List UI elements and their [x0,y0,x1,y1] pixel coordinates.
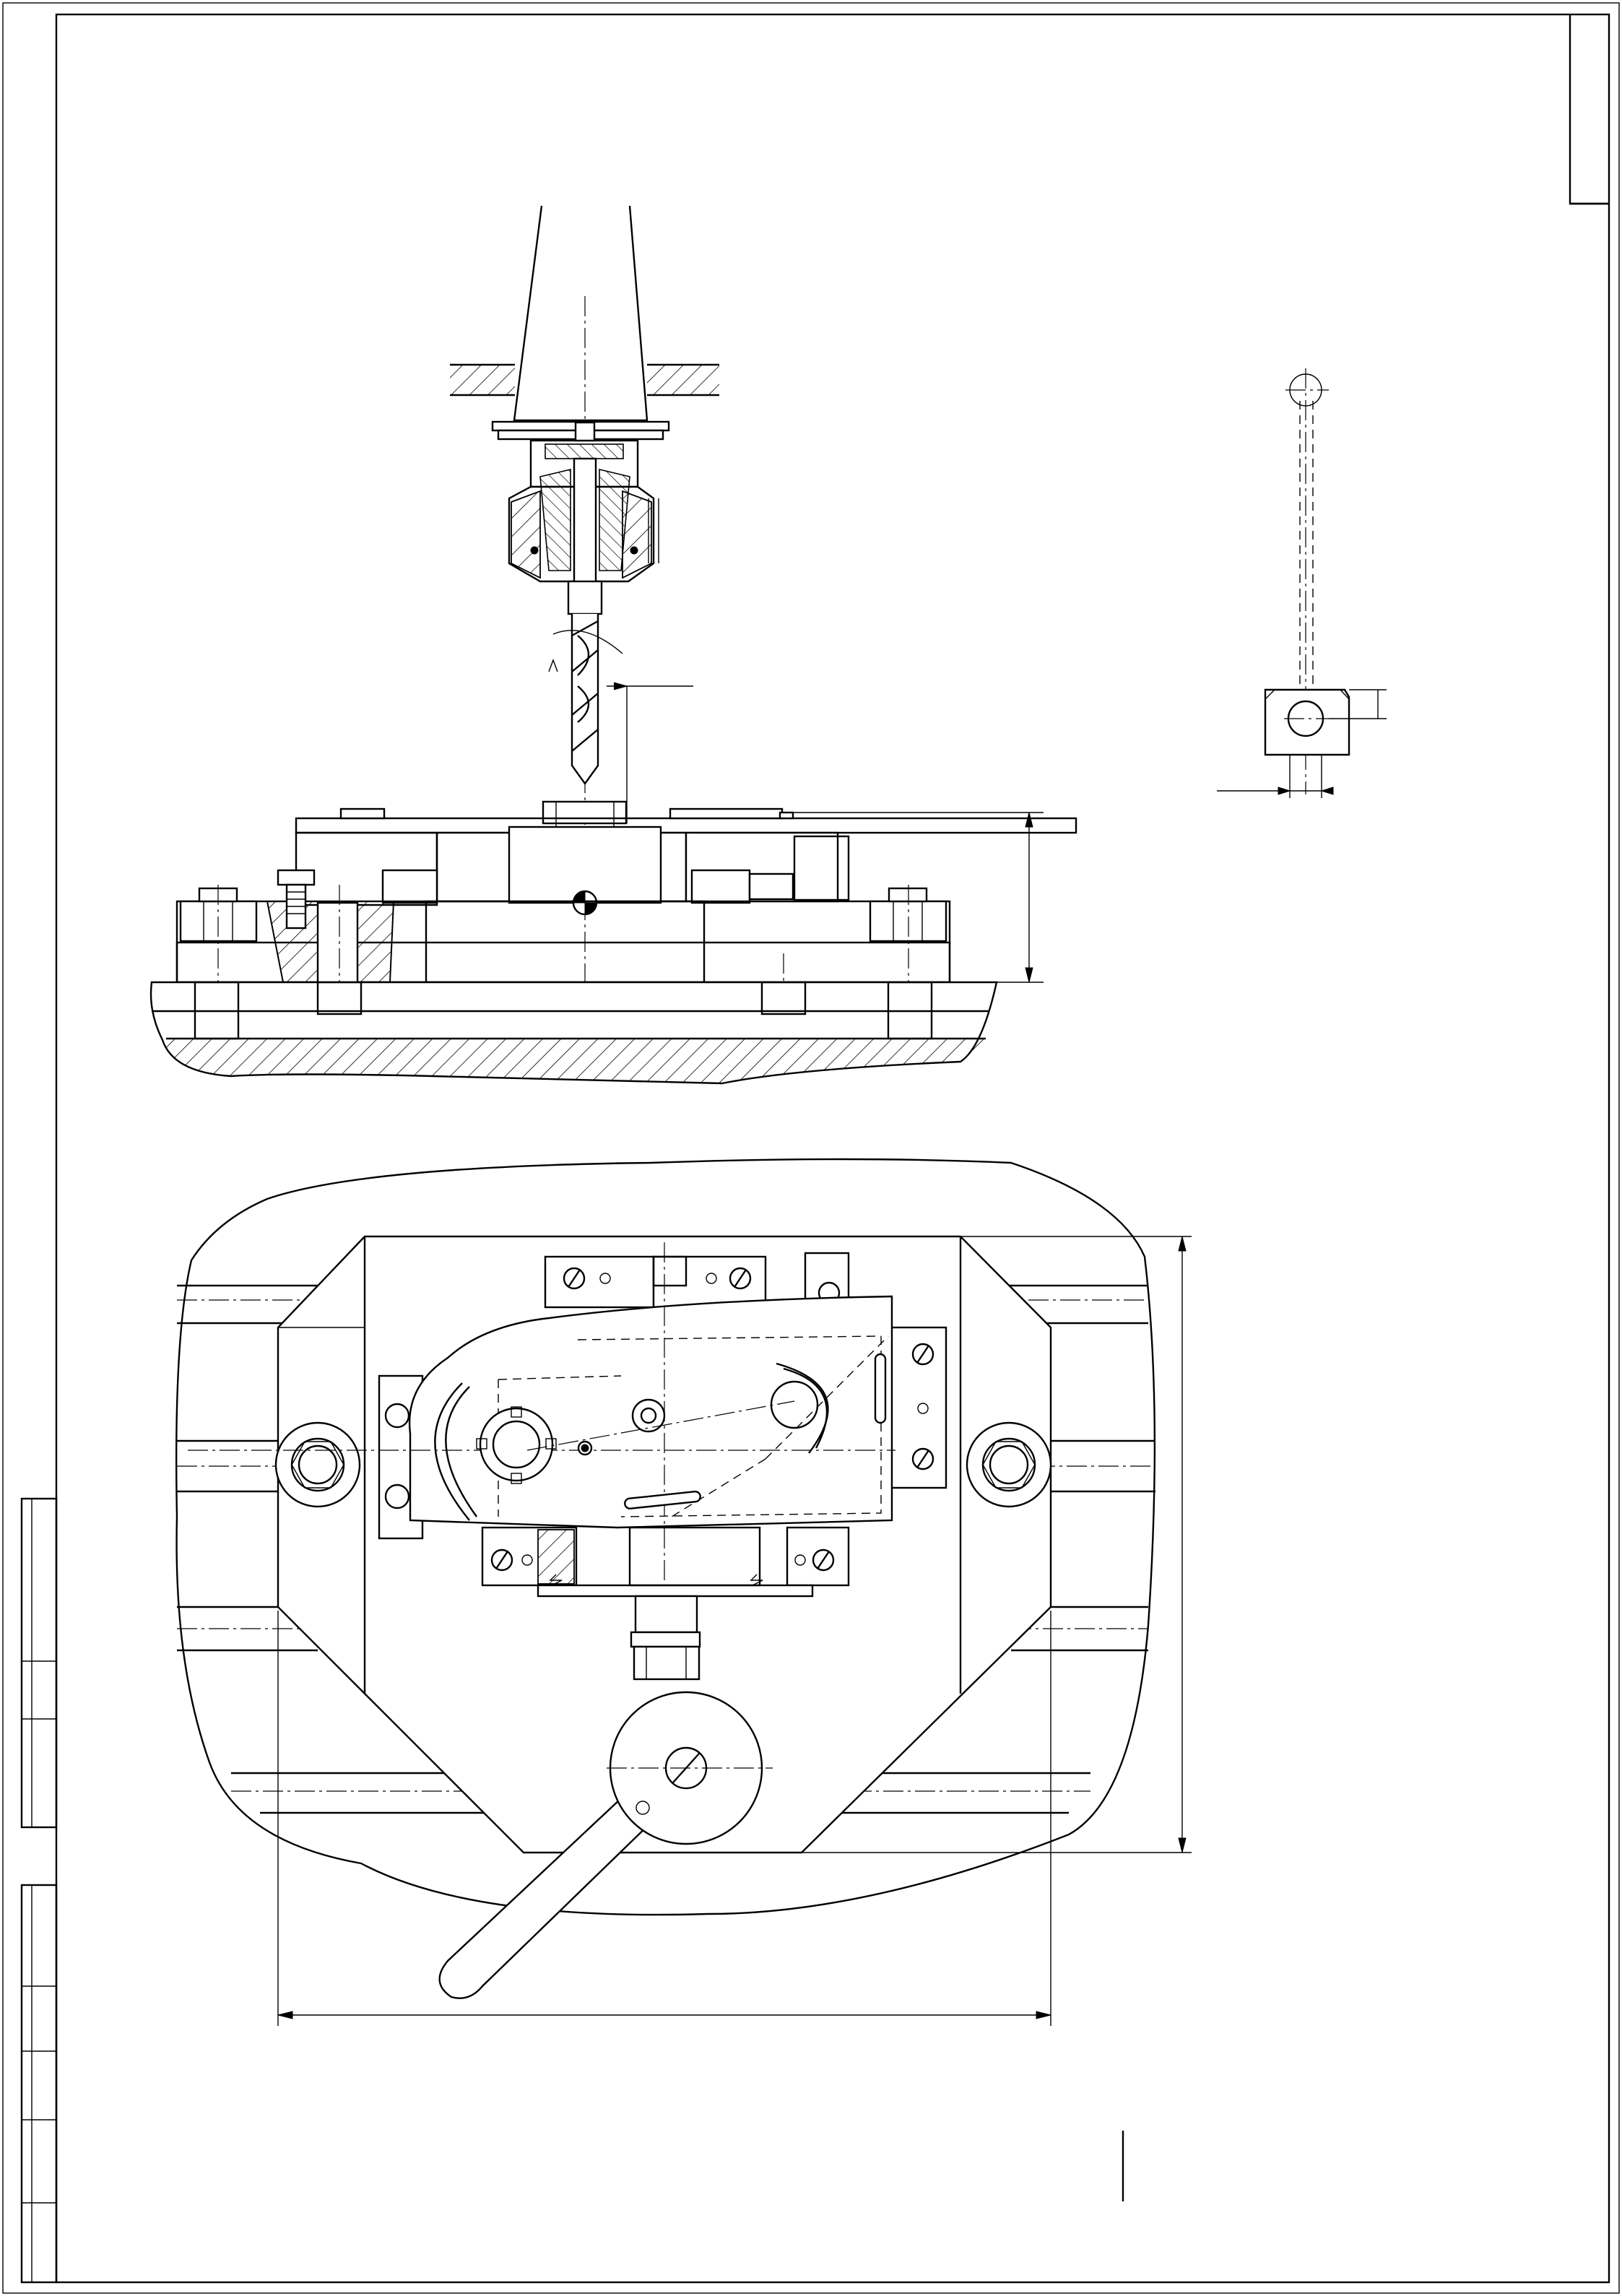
upper-brackets [544,1252,850,1309]
swing-leaf-plate [188,1242,895,1603]
right-bracket [887,1326,947,1489]
front-section-view [149,205,1077,1085]
top-plan-view [175,1158,1192,2026]
cam-lever [438,1691,773,1999]
twist-drill [548,580,693,823]
jig-body [295,800,1077,916]
jig-base [175,869,951,1058]
height-dimension [787,812,1044,983]
collet-chuck [508,421,659,612]
plan-dimensions [277,1236,1192,2026]
machine-table [149,981,998,1085]
left-binding-strip [20,1497,58,2284]
clamp-bolt-left [274,1421,361,1508]
lower-clamp-assembly [481,1526,850,1681]
workpiece-detail-view [1217,368,1387,798]
clamp-bolt-right [966,1421,1052,1508]
